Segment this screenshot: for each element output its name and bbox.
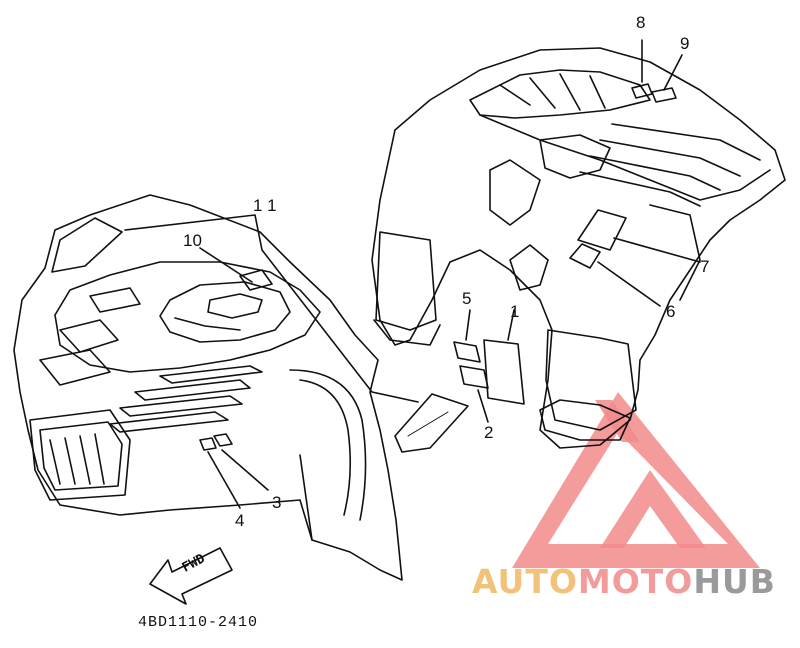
decal-10-shape [239, 269, 273, 291]
decal-1-shape [483, 339, 525, 405]
decal-9-shape [651, 87, 677, 103]
decal-8-shape [631, 83, 653, 99]
part-code: 4BD1110-2410 [138, 614, 259, 631]
watermark-text: AUTOMOTOHUB [472, 565, 776, 598]
decal-6-shape [569, 243, 601, 269]
loose-decals [453, 309, 525, 423]
watermark-text-moto: MOTO [577, 562, 694, 601]
decal-5-shape [453, 341, 481, 363]
watermark-logo-icon [512, 392, 760, 568]
front-fender-assembly [13, 194, 419, 581]
decal-3-shape [213, 433, 233, 447]
decal-11-shape [51, 217, 123, 273]
callout-6: 6 [666, 302, 676, 321]
callout-5: 5 [462, 289, 472, 308]
watermark-text-hub: HUB [693, 562, 776, 601]
callout-10: 10 [183, 231, 202, 250]
watermark-text-auto: AUTO [472, 562, 578, 601]
callout-11: 1 1 [253, 196, 277, 215]
callout-8: 8 [636, 13, 646, 32]
callout-2: 2 [484, 423, 494, 442]
callout-7: 7 [700, 257, 710, 276]
callout-9: 9 [680, 34, 690, 53]
callout-1: 1 [510, 302, 520, 321]
forward-arrow-icon [149, 547, 233, 605]
decal-4-shape [199, 437, 217, 451]
decal-11b-shape [394, 393, 469, 453]
callout-3: 3 [272, 493, 282, 512]
rear-fender-assembly [371, 39, 786, 449]
callout-4: 4 [235, 511, 245, 530]
decal-7-shape [577, 209, 627, 251]
decal-2-shape [459, 365, 489, 389]
